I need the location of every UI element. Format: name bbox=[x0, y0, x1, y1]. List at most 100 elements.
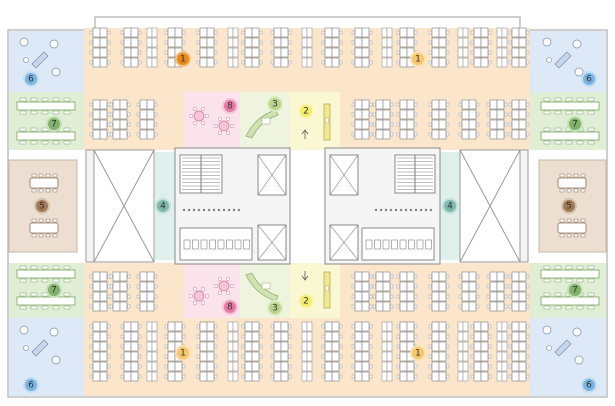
desk-block bbox=[164, 321, 186, 382]
marker-dot bbox=[269, 98, 281, 110]
lounge-sofa bbox=[245, 272, 279, 302]
storage-cabinet bbox=[381, 321, 393, 382]
zone-marker-4: 4 bbox=[155, 198, 171, 214]
zone-marker-7: 7 bbox=[46, 282, 62, 298]
desk-block bbox=[428, 27, 450, 68]
zone-marker-1: 1 bbox=[410, 345, 426, 361]
marker-dot bbox=[583, 379, 595, 391]
storage-cabinet bbox=[227, 27, 239, 68]
desk-block bbox=[396, 99, 418, 140]
round-meeting-table bbox=[213, 277, 235, 295]
marker-dot bbox=[300, 105, 312, 117]
marker-label: 3 bbox=[272, 100, 278, 110]
lounge-sofa bbox=[245, 109, 279, 139]
furniture bbox=[16, 27, 600, 382]
desk-block bbox=[321, 27, 343, 68]
corner-lounge-furniture bbox=[542, 325, 584, 365]
storage-cabinet bbox=[301, 321, 313, 382]
marker-dot bbox=[157, 200, 169, 212]
pantry-counter bbox=[323, 271, 331, 309]
zone-marker-3: 3 bbox=[267, 300, 283, 316]
zone-marker-4: 4 bbox=[442, 198, 458, 214]
zone-marker-2: 2 bbox=[298, 103, 314, 119]
marker-label: 1 bbox=[415, 349, 421, 359]
team-table bbox=[540, 265, 600, 283]
corner-lounge-furniture bbox=[19, 37, 61, 77]
marker-dot bbox=[177, 347, 189, 359]
zone-marker-5: 5 bbox=[561, 198, 577, 214]
desk-block bbox=[270, 27, 292, 68]
desk-block bbox=[470, 27, 492, 68]
desk-block bbox=[196, 27, 218, 68]
desk-block bbox=[458, 99, 480, 140]
desk-block bbox=[109, 99, 131, 140]
zone-marker-3: 3 bbox=[267, 96, 283, 112]
desk-block bbox=[372, 99, 394, 140]
desk-block bbox=[241, 321, 263, 382]
desk-block bbox=[351, 271, 373, 312]
marker-label: 7 bbox=[51, 286, 57, 296]
marker-dot bbox=[300, 295, 312, 307]
team-table bbox=[16, 265, 76, 283]
desk-block bbox=[241, 27, 263, 68]
desk-block bbox=[508, 321, 530, 382]
arrow-down-icon bbox=[301, 271, 309, 281]
marker-label: 1 bbox=[180, 349, 186, 359]
marker-dot bbox=[25, 73, 37, 85]
atrium-voids bbox=[85, 149, 529, 263]
desk-block bbox=[351, 27, 373, 68]
desk-block bbox=[120, 27, 142, 68]
zone-marker-6: 6 bbox=[581, 377, 597, 393]
marker-label: 2 bbox=[303, 107, 309, 117]
round-meeting-table bbox=[213, 117, 235, 135]
marker-dot bbox=[563, 200, 575, 212]
desk-block bbox=[486, 271, 508, 312]
round-meeting-table bbox=[188, 287, 210, 305]
marker-label: 6 bbox=[586, 75, 592, 85]
desk-block bbox=[109, 271, 131, 312]
zone-pantry-bottom bbox=[290, 263, 340, 318]
marker-label: 2 bbox=[303, 297, 309, 307]
storage-cabinet bbox=[381, 27, 393, 68]
desk-block bbox=[351, 321, 373, 382]
marker-label: 7 bbox=[51, 120, 57, 130]
zone-marker-6: 6 bbox=[23, 377, 39, 393]
zone-marker-8: 8 bbox=[222, 98, 238, 114]
zone-marker-8: 8 bbox=[222, 299, 238, 315]
zone-marker-6: 6 bbox=[23, 71, 39, 87]
team-table bbox=[16, 292, 76, 310]
storage-cabinet bbox=[457, 321, 469, 382]
marker-dot bbox=[569, 118, 581, 130]
desk-block bbox=[396, 271, 418, 312]
corner-lounge-furniture bbox=[542, 37, 584, 77]
marker-dot bbox=[412, 53, 424, 65]
desk-block bbox=[508, 27, 530, 68]
marker-label: 6 bbox=[28, 75, 34, 85]
marker-dot bbox=[48, 118, 60, 130]
zone-marker-1: 1 bbox=[175, 345, 191, 361]
marker-dot bbox=[224, 301, 236, 313]
desk-block bbox=[270, 321, 292, 382]
team-table bbox=[540, 127, 600, 145]
conference-table bbox=[29, 173, 59, 193]
pantry-counter bbox=[323, 103, 331, 141]
marker-dot bbox=[48, 284, 60, 296]
desk-block bbox=[196, 321, 218, 382]
marker-label: 5 bbox=[39, 202, 45, 212]
marker-dot bbox=[569, 284, 581, 296]
marker-label: 6 bbox=[28, 381, 34, 391]
zone-marker-1: 1 bbox=[410, 51, 426, 67]
storage-cabinet bbox=[146, 321, 158, 382]
marker-dot bbox=[177, 53, 189, 65]
marker-label: 7 bbox=[572, 120, 578, 130]
desk-block bbox=[428, 321, 450, 382]
marker-dot bbox=[36, 200, 48, 212]
zone-pantry-top bbox=[290, 92, 340, 150]
marker-dot bbox=[412, 347, 424, 359]
marker-dot bbox=[269, 302, 281, 314]
marker-label: 8 bbox=[227, 303, 233, 313]
marker-label: 5 bbox=[566, 202, 572, 212]
